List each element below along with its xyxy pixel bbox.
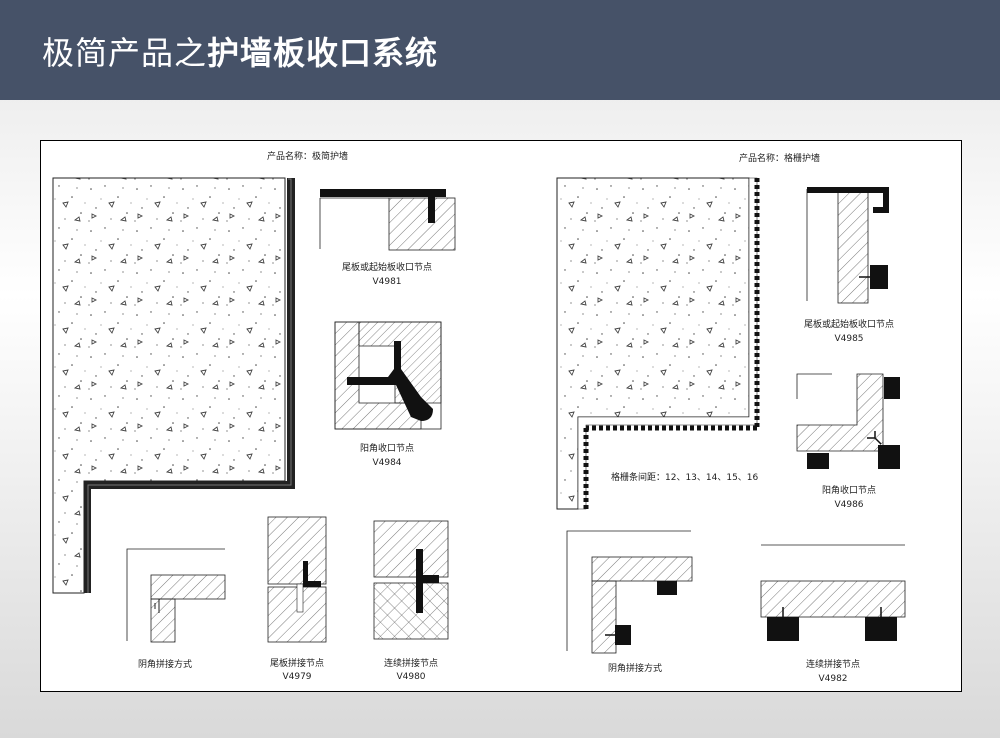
v4982-code: V4982 bbox=[818, 674, 847, 684]
detail-v4986: 阳角收口节点 V4986 bbox=[796, 373, 900, 510]
detail-inner-corner-right: 阴角拼接方式 bbox=[566, 530, 693, 674]
v4979-name: 尾板拼接节点 bbox=[270, 657, 324, 669]
page-title: 极简产品之护墙板收口系统 bbox=[42, 28, 438, 74]
v4984-name: 阳角收口节点 bbox=[360, 442, 414, 454]
v4980-name: 连续拼接节点 bbox=[384, 657, 438, 669]
grid-spacing-label: 格栅条间距：12、13、14、15、16 bbox=[611, 471, 759, 483]
v4986-code: V4986 bbox=[834, 500, 863, 510]
v4982-name: 连续拼接节点 bbox=[806, 658, 860, 670]
drawing-panel: 产品名称：极简护墙 尾板或起始板收口节点 V4981 阳角收口节点 V4984 … bbox=[40, 140, 962, 692]
detail-v4985: 尾板或起始板收口节点 V4985 bbox=[804, 187, 894, 344]
v4985-code: V4985 bbox=[834, 334, 863, 344]
v4984-code: V4984 bbox=[372, 458, 401, 468]
detail-v4984: 阳角收口节点 V4984 bbox=[334, 321, 442, 468]
inner-corner-name-left: 阴角拼接方式 bbox=[138, 658, 192, 670]
title-light: 极简产品之 bbox=[42, 34, 208, 72]
title-bold: 护墙板收口系统 bbox=[207, 34, 439, 72]
technical-drawing: 产品名称：极简护墙 尾板或起始板收口节点 V4981 阳角收口节点 V4984 … bbox=[52, 150, 906, 684]
right-product-name: 产品名称：格栅护墙 bbox=[739, 152, 820, 164]
v4979-code: V4979 bbox=[282, 672, 311, 682]
v4985-name: 尾板或起始板收口节点 bbox=[804, 318, 894, 330]
v4980-code: V4980 bbox=[396, 672, 425, 682]
detail-v4979: 尾板拼接节点 V4979 bbox=[267, 516, 327, 682]
v4981-code: V4981 bbox=[372, 277, 401, 287]
detail-inner-corner: 阴角拼接方式 bbox=[126, 548, 226, 670]
inner-corner-name-right: 阴角拼接方式 bbox=[608, 662, 662, 674]
detail-v4981: 尾板或起始板收口节点 V4981 bbox=[319, 189, 456, 287]
header-bar: 极简产品之护墙板收口系统 bbox=[0, 0, 1000, 100]
v4981-name: 尾板或起始板收口节点 bbox=[342, 261, 432, 273]
detail-v4980: 连续拼接节点 V4980 bbox=[373, 520, 449, 682]
detail-v4982: 连续拼接节点 V4982 bbox=[760, 544, 906, 684]
left-wall-section bbox=[52, 177, 295, 594]
v4986-name: 阳角收口节点 bbox=[822, 484, 876, 496]
left-product-name: 产品名称：极简护墙 bbox=[267, 150, 348, 162]
right-wall-section: 格栅条间距：12、13、14、15、16 bbox=[556, 177, 760, 510]
